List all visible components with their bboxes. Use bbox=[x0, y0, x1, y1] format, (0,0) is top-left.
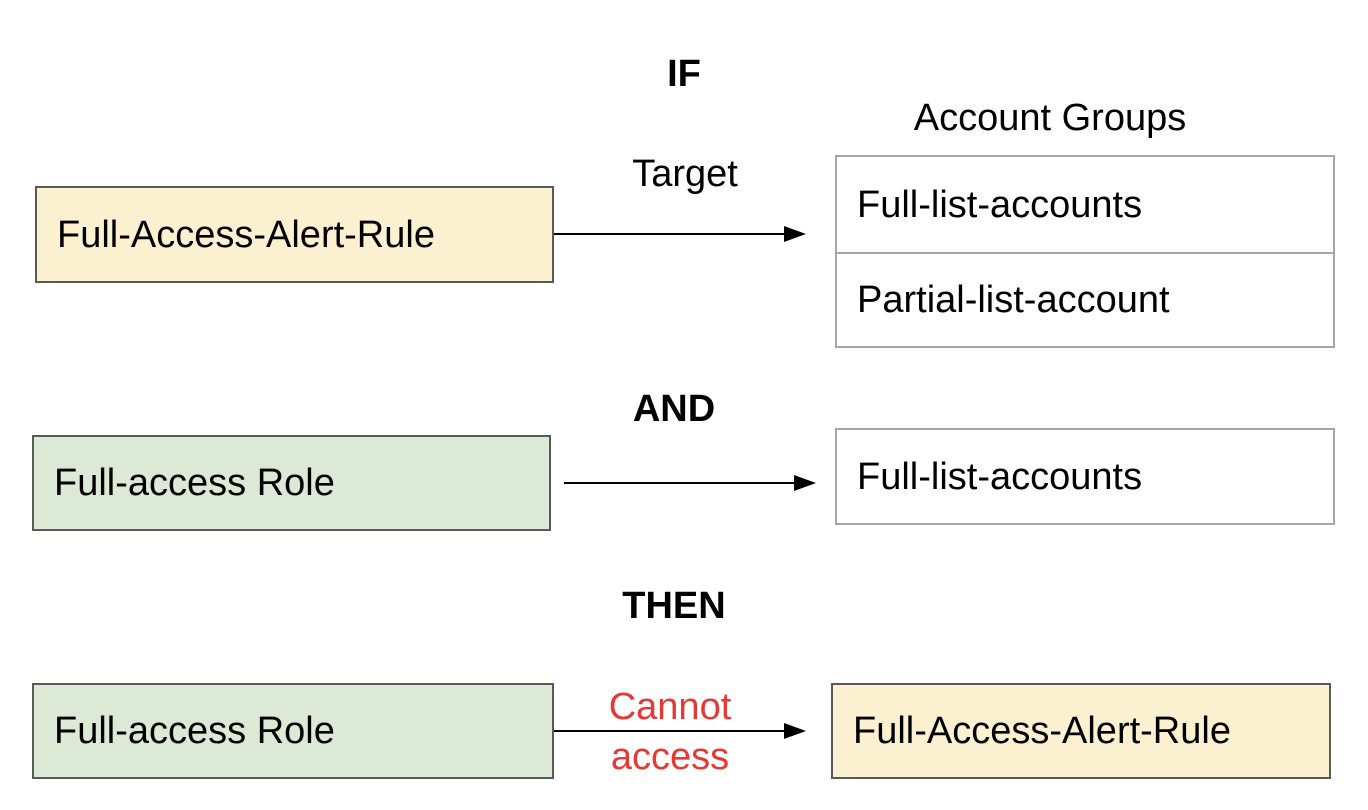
account-group-row: Full-list-accounts bbox=[837, 430, 1333, 523]
target-label: Target bbox=[632, 153, 738, 195]
role-arrow bbox=[564, 475, 816, 491]
account-group-row: Full-list-accounts bbox=[837, 157, 1333, 252]
result-role-label: Full-access Role bbox=[54, 710, 335, 752]
account-group-label: Partial-list-account bbox=[857, 279, 1170, 321]
result-alert-rule-box: Full-Access-Alert-Rule bbox=[831, 683, 1331, 779]
and-heading: AND bbox=[632, 388, 716, 430]
cannot-access-arrow bbox=[554, 723, 806, 739]
cannot-access-label-line2: access bbox=[610, 736, 730, 778]
cannot-access-label-line1: Cannot bbox=[608, 686, 732, 728]
alert-rule-label: Full-Access-Alert-Rule bbox=[57, 213, 435, 256]
account-group-label: Full-list-accounts bbox=[857, 183, 1143, 226]
result-role-box: Full-access Role bbox=[32, 683, 554, 779]
if-heading: IF bbox=[667, 53, 701, 95]
account-group-row: Partial-list-account bbox=[837, 252, 1333, 346]
result-alert-rule-label: Full-Access-Alert-Rule bbox=[853, 710, 1231, 752]
then-heading: THEN bbox=[622, 585, 726, 627]
role-label: Full-access Role bbox=[54, 462, 335, 504]
account-group-label: Full-list-accounts bbox=[857, 455, 1143, 498]
alert-rule-box: Full-Access-Alert-Rule bbox=[35, 186, 554, 283]
account-groups-list: Full-list-accounts Partial-list-account bbox=[835, 155, 1335, 348]
target-arrow bbox=[554, 226, 806, 242]
role-account-groups-list: Full-list-accounts bbox=[835, 428, 1335, 525]
role-box: Full-access Role bbox=[32, 435, 551, 531]
account-groups-title: Account Groups bbox=[913, 97, 1187, 139]
